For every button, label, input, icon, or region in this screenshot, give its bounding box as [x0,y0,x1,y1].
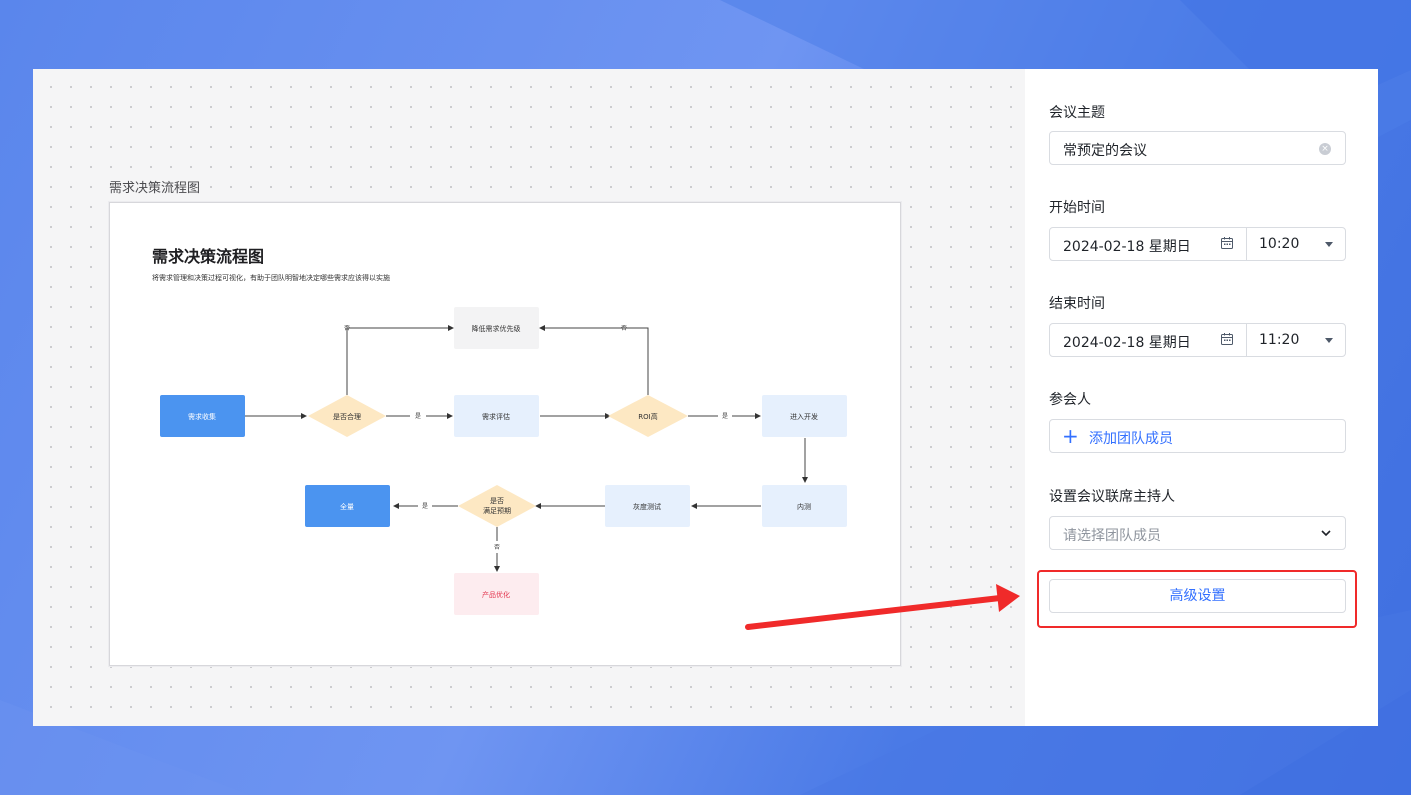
start-time-value: 10:20 [1259,236,1300,252]
node-optimize-label: 产品优化 [482,590,510,599]
edge-label-no: 否 [621,325,627,332]
attendees-label: 参会人 [1049,392,1091,408]
cohost-label: 设置会议联席主持人 [1049,489,1175,505]
end-time-select[interactable]: 11:20 [1247,324,1345,356]
edge-label-yes: 是 [722,413,728,420]
node-collect[interactable]: 需求收集 [160,395,245,437]
calendar-icon [1221,237,1233,249]
node-full[interactable]: 全量 [305,485,390,527]
topic-value: 常预定的会议 [1063,143,1147,159]
add-members-label: 添加团队成员 [1089,431,1173,447]
node-full-label: 全量 [340,502,354,511]
node-internal-test-label: 内测 [797,502,811,511]
flowchart-diagram: 需求收集 是否合理 需求评估 ROI高 进入开发 [160,307,847,615]
edge-label-no: 否 [494,544,500,551]
cohost-select[interactable]: 请选择团队成员 [1049,516,1346,550]
highlight-box [1037,570,1357,628]
node-evaluate[interactable]: 需求评估 [454,395,539,437]
meeting-form-panel: 会议主题 常预定的会议 × 开始时间 2024-02-18 星期日 10 [1025,69,1378,726]
node-lower-priority[interactable]: 降低需求优先级 [454,307,539,349]
node-expectation-label-1: 是否 [490,497,504,505]
end-date-picker[interactable]: 2024-02-18 星期日 [1050,324,1247,356]
node-optimize[interactable]: 产品优化 [454,573,539,615]
advanced-settings-button[interactable]: 高级设置 [1049,579,1346,613]
node-evaluate-label: 需求评估 [482,412,510,421]
node-gray-test-label: 灰度测试 [633,502,661,511]
board-title: 需求决策流程图 [152,247,265,266]
node-expectation-label-2: 满足预期 [483,506,511,515]
end-time-label: 结束时间 [1049,296,1105,312]
end-datetime-picker: 2024-02-18 星期日 11:20 [1049,323,1346,357]
cohost-placeholder: 请选择团队成员 [1063,528,1161,544]
add-members-button[interactable]: + 添加团队成员 [1049,419,1346,453]
node-reasonable-label: 是否合理 [333,412,361,421]
edge-label-yes: 是 [422,503,428,510]
start-date-picker[interactable]: 2024-02-18 星期日 [1050,228,1247,260]
end-time-value: 11:20 [1259,332,1300,348]
node-roi[interactable]: ROI高 [608,395,688,437]
edge-label-no: 否 [344,325,350,332]
node-reasonable[interactable]: 是否合理 [308,395,386,437]
caret-down-icon [1325,242,1333,247]
topic-label: 会议主题 [1049,105,1105,121]
caret-down-icon [1325,338,1333,343]
clear-icon[interactable]: × [1319,143,1331,155]
end-date-value: 2024-02-18 星期日 [1063,335,1191,351]
calendar-icon [1221,333,1233,345]
node-internal-test[interactable]: 内测 [762,485,847,527]
start-time-label: 开始时间 [1049,200,1105,216]
start-time-select[interactable]: 10:20 [1247,228,1345,260]
board-subtitle: 将需求管理和决策过程可视化，有助于团队明智地决定哪些需求应该得以实施 [152,274,390,282]
start-date-value: 2024-02-18 星期日 [1063,239,1191,255]
node-lower-priority-label: 降低需求优先级 [472,324,521,333]
start-datetime-picker: 2024-02-18 星期日 10:20 [1049,227,1346,261]
node-develop-label: 进入开发 [790,412,818,421]
topic-input[interactable]: 常预定的会议 × [1049,131,1346,165]
edge-label-yes: 是 [415,413,421,420]
node-collect-label: 需求收集 [188,412,216,421]
plus-icon: + [1062,424,1079,448]
node-develop[interactable]: 进入开发 [762,395,847,437]
node-expectation[interactable]: 是否 满足预期 [458,485,536,527]
node-roi-label: ROI高 [638,412,657,421]
chevron-down-icon [1321,530,1331,537]
canvas-frame-title: 需求决策流程图 [109,181,201,196]
node-gray-test[interactable]: 灰度测试 [605,485,690,527]
flowchart-board[interactable]: 需求决策流程图 将需求管理和决策过程可视化，有助于团队明智地决定哪些需求应该得以… [109,202,901,666]
